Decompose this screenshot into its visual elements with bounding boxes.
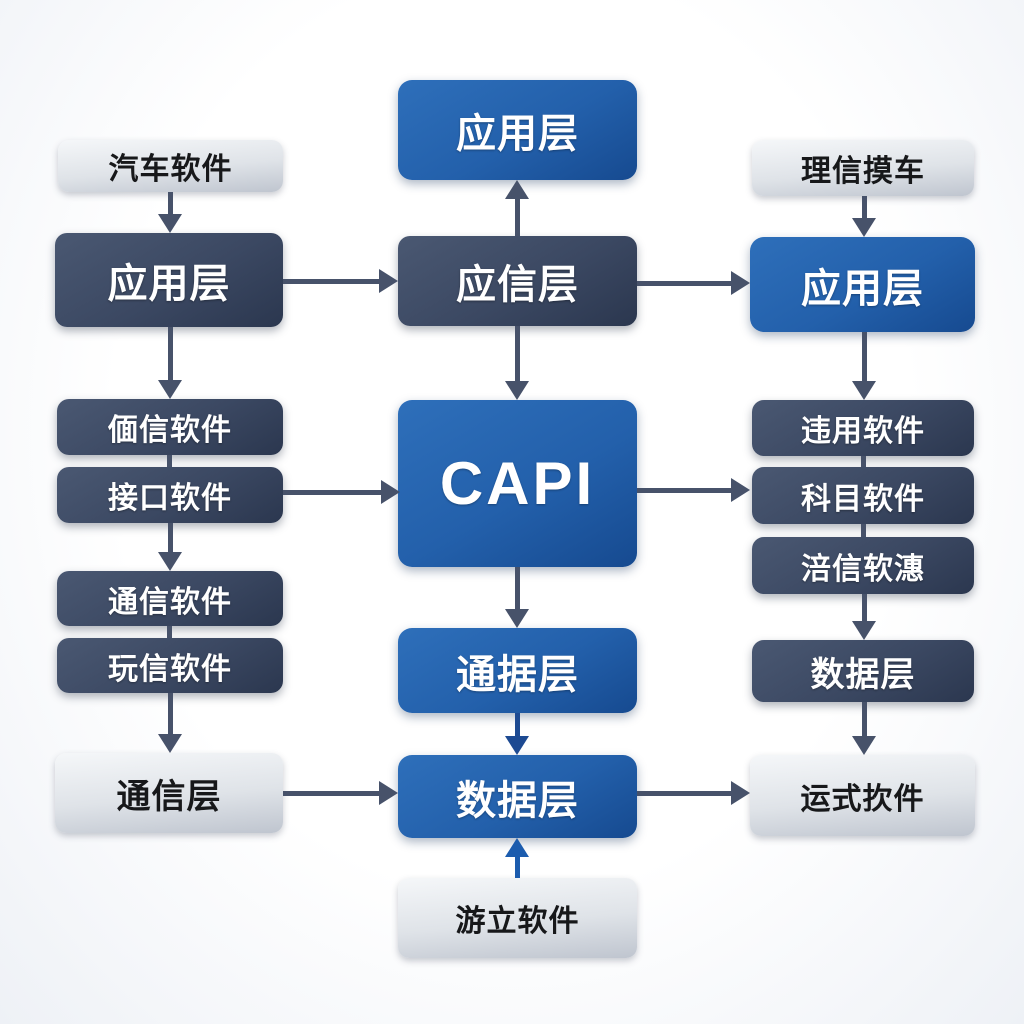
- arrow-down-icon: [852, 702, 876, 755]
- arrow-right-icon: [637, 478, 750, 502]
- connector-line: [861, 456, 866, 467]
- arrow-right-icon: [283, 269, 398, 293]
- arrow-down-icon: [505, 713, 529, 755]
- arrow-up-icon: [505, 180, 529, 236]
- arrow-right-icon: [637, 271, 750, 295]
- node-right-application-layer: 应用层: [750, 237, 975, 332]
- arrow-down-icon: [852, 594, 876, 640]
- node-left-application-layer: 应用层: [55, 233, 283, 327]
- arrow-down-icon: [158, 693, 182, 753]
- node-right-bottom-software: 运式扻件: [750, 755, 975, 836]
- node-left-software-2: 玩信软件: [57, 638, 283, 693]
- node-mid-bottom-software: 游立软件: [398, 878, 637, 958]
- node-mid-data-layer-1: 通据层: [398, 628, 637, 713]
- arrow-right-icon: [637, 781, 750, 805]
- node-right-data-layer: 数据层: [752, 640, 974, 702]
- node-right-software-2: 科目软件: [752, 467, 974, 524]
- node-right-top-software: 理信摸车: [752, 140, 974, 196]
- connector-line: [167, 626, 172, 638]
- arrow-down-icon: [505, 326, 529, 400]
- node-left-interface-software: 接口软件: [57, 467, 283, 523]
- node-left-comm-software: 通信软件: [57, 571, 283, 626]
- arrow-down-icon: [158, 192, 182, 233]
- arrow-right-icon: [283, 781, 398, 805]
- arrow-down-icon: [852, 332, 876, 400]
- arrow-up-icon: [505, 838, 529, 878]
- arrow-down-icon: [505, 567, 529, 628]
- connector-line: [861, 524, 866, 537]
- node-left-auto-software: 汽车软件: [58, 140, 283, 192]
- node-mid-application-layer: 应用层: [398, 80, 637, 180]
- connector-line: [167, 455, 172, 467]
- node-capi: CAPI: [398, 400, 637, 567]
- arrow-down-icon: [158, 523, 182, 571]
- node-mid-data-layer-2: 数据层: [398, 755, 637, 838]
- node-mid-session-layer: 应信层: [398, 236, 637, 326]
- node-left-comm-layer: 通信层: [55, 753, 283, 833]
- node-right-software-1: 违用软件: [752, 400, 974, 456]
- arrow-down-icon: [852, 196, 876, 237]
- node-left-software-1: 偭信软件: [57, 399, 283, 455]
- arrow-down-icon: [158, 327, 182, 399]
- arrow-right-icon: [283, 480, 400, 504]
- node-right-software-3: 涪信软潓: [752, 537, 974, 594]
